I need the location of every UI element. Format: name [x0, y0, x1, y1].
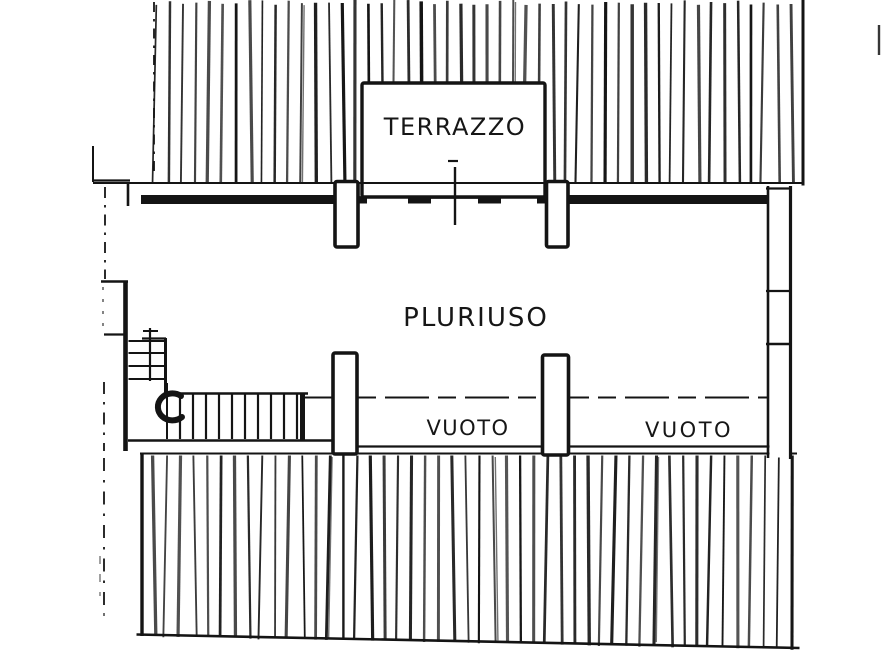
top-roof-hatch-pattern — [151, 0, 795, 199]
room-label-vuoto-right: VUOTO — [644, 418, 734, 442]
survey-marks — [99, 25, 881, 616]
walls-and-structure — [92, 0, 805, 451]
staircase — [128, 328, 308, 440]
pillars-and-right-wall — [331, 179, 793, 459]
room-label-vuoto-left: VUOTO — [426, 416, 510, 440]
room-label-pluriuso: PLURIUSO — [403, 303, 549, 333]
room-label-terrazzo: TERRAZZO — [383, 113, 527, 141]
bottom-roof-hatch-pattern — [103, 452, 800, 650]
